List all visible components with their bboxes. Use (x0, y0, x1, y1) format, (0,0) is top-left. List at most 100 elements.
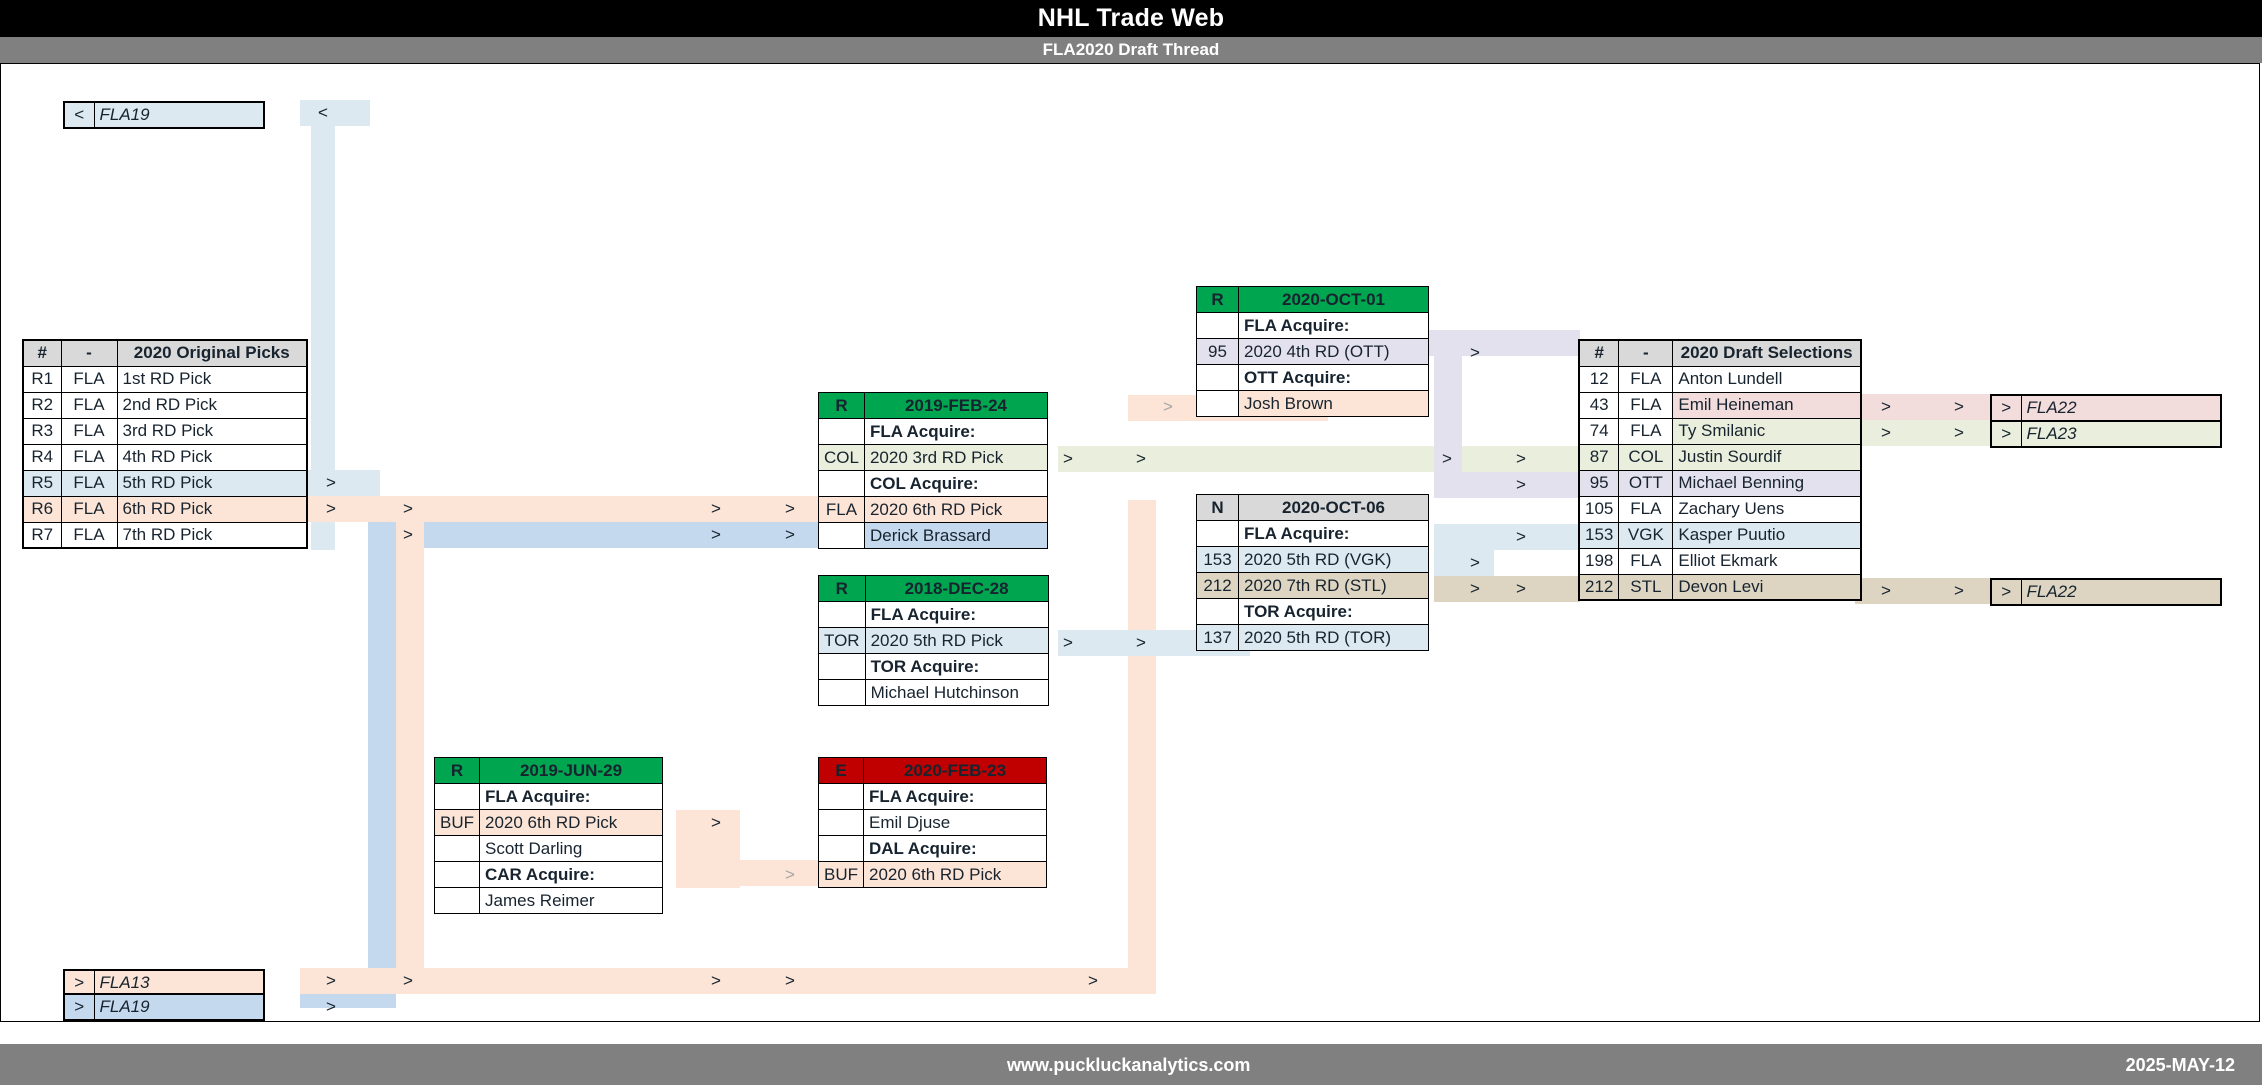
item-text: 2020 5th RD (TOR) (1238, 624, 1429, 651)
trade-2018-dec-28[interactable]: R 2018-DEC-28 FLA Acquire: TOR 2020 5th … (818, 575, 1049, 706)
table-row[interactable]: R3 FLA 3rd RD Pick (22, 417, 308, 445)
table-row[interactable]: 212 STL Devon Levi (1578, 573, 1862, 601)
trade-item-row[interactable]: James Reimer (434, 887, 663, 914)
trade-2020-oct-01[interactable]: R 2020-OCT-01 FLA Acquire: 95 2020 4th R… (1196, 286, 1429, 417)
side-tag-label[interactable]: FLA22 (2020, 394, 2222, 422)
selection-player: Devon Levi (1672, 573, 1862, 601)
spacer-cell (1196, 364, 1239, 391)
trade-item-row[interactable]: COL 2020 3rd RD Pick (818, 444, 1048, 471)
acquire-label: FLA Acquire: (1238, 312, 1429, 339)
table-row[interactable]: R5 FLA 5th RD Pick (22, 469, 308, 497)
table-row[interactable]: 105 FLA Zachary Uens (1578, 495, 1862, 523)
side-tag-arrow-icon[interactable]: > (63, 993, 95, 1021)
trade-2019-jun-29[interactable]: R 2019-JUN-29 FLA Acquire: BUF 2020 6th … (434, 757, 663, 914)
item-text: 2020 6th RD Pick (863, 496, 1048, 523)
side-tag-label[interactable]: FLA19 (93, 993, 265, 1021)
trade-2019-feb-24[interactable]: R 2019-FEB-24 FLA Acquire: COL 2020 3rd … (818, 392, 1048, 549)
arrow-r6-rail-3: > (785, 499, 795, 518)
item-team-tag: COL (818, 444, 865, 471)
table-row[interactable]: 74 FLA Ty Smilanic (1578, 417, 1862, 445)
trade-type-badge: R (434, 757, 480, 784)
trade-item-row[interactable]: BUF 2020 6th RD Pick (818, 861, 1047, 888)
band-orange-bottom-rail (300, 968, 1155, 994)
table-row[interactable]: 43 FLA Emil Heineman (1578, 391, 1862, 419)
side-tag-fla22-row212[interactable]: > FLA22 (1990, 578, 2222, 606)
side-tag-fla19-bottom[interactable]: > FLA19 (63, 993, 265, 1021)
arrow-fla19-bottom-out: > (326, 997, 336, 1016)
trade-2020-feb-23[interactable]: E 2020-FEB-23 FLA Acquire: Emil Djuse DA… (818, 757, 1047, 888)
pick-team: FLA (60, 365, 118, 393)
trade-acquire-label-row: FLA Acquire: (1196, 312, 1429, 339)
item-team-tag: BUF (434, 809, 480, 836)
spacer-cell (1196, 598, 1239, 625)
trade-acquire-label-row: FLA Acquire: (818, 601, 1049, 628)
table-row[interactable]: R4 FLA 4th RD Pick (22, 443, 308, 471)
selection-team: OTT (1618, 469, 1674, 497)
arrow-r6-rail-2: > (711, 499, 721, 518)
trade-item-row[interactable]: Derick Brassard (818, 522, 1048, 549)
table-row[interactable]: R6 FLA 6th RD Pick (22, 495, 308, 523)
side-tag-arrow-icon[interactable]: < (63, 101, 95, 129)
side-tag-fla23-row74[interactable]: > FLA23 (1990, 420, 2222, 448)
table-row[interactable]: 12 FLA Anton Lundell (1578, 365, 1862, 393)
pick-desc: 1st RD Pick (116, 365, 308, 393)
side-tag-label[interactable]: FLA19 (93, 101, 265, 129)
trade-item-row[interactable]: TOR 2020 5th RD Pick (818, 627, 1049, 654)
spacer-cell (818, 783, 864, 810)
spacer-cell (818, 470, 865, 497)
trade-item-row[interactable]: Emil Djuse (818, 809, 1047, 836)
table-row[interactable]: R2 FLA 2nd RD Pick (22, 391, 308, 419)
table-row[interactable]: R1 FLA 1st RD Pick (22, 365, 308, 393)
trade-counter-label-row: CAR Acquire: (434, 861, 663, 888)
table-row[interactable]: 95 OTT Michael Benning (1578, 469, 1862, 497)
pick-num: R2 (22, 391, 62, 419)
selection-num: 212 (1578, 573, 1620, 601)
trade-header-row: N 2020-OCT-06 (1196, 494, 1429, 521)
trade-item-row[interactable]: Scott Darling (434, 835, 663, 862)
selection-num: 153 (1578, 521, 1620, 549)
side-tag-label[interactable]: FLA23 (2020, 420, 2222, 448)
side-tag-arrow-icon[interactable]: > (1990, 420, 2022, 448)
trade-item-row[interactable]: 212 2020 7th RD (STL) (1196, 572, 1429, 599)
trade-header-row: R 2018-DEC-28 (818, 575, 1049, 602)
arrow-feb23-in: > (785, 865, 795, 884)
trade-type-badge: R (818, 392, 865, 419)
arrow-green-rail-2: > (1516, 449, 1526, 468)
arrow-bottom-rail-4: > (1088, 971, 1098, 990)
band-lightblue-oct06 (1434, 550, 1494, 576)
footer-website[interactable]: www.puckluckanalytics.com (1007, 1055, 1251, 1075)
table-row[interactable]: 87 COL Justin Sourdif (1578, 443, 1862, 471)
trade-item-row[interactable]: Josh Brown (1196, 390, 1429, 417)
arrow-fla13-out: > (326, 971, 336, 990)
pick-team: FLA (60, 443, 118, 471)
band-orange-r6 (300, 496, 830, 522)
trade-item-row[interactable]: 95 2020 4th RD (OTT) (1196, 338, 1429, 365)
selection-num: 198 (1578, 547, 1620, 575)
side-tag-arrow-icon[interactable]: > (1990, 394, 2022, 422)
table-row[interactable]: R7 FLA 7th RD Pick (22, 521, 308, 549)
side-tag-fla22-row43[interactable]: > FLA22 (1990, 394, 2222, 422)
band-steelblue-vertical (368, 522, 396, 1002)
side-tag-label[interactable]: FLA22 (2020, 578, 2222, 606)
side-tag-arrow-icon[interactable]: > (1990, 578, 2022, 606)
side-tag-fla19-top[interactable]: < FLA19 (63, 101, 265, 129)
trade-item-row[interactable]: FLA 2020 6th RD Pick (818, 496, 1048, 523)
trade-item-row[interactable]: 153 2020 5th RD (VGK) (1196, 546, 1429, 573)
page-subtitle: FLA2020 Draft Thread (0, 37, 2262, 63)
trade-item-row[interactable]: Michael Hutchinson (818, 679, 1049, 706)
trade-2020-oct-06[interactable]: N 2020-OCT-06 FLA Acquire: 153 2020 5th … (1196, 494, 1429, 651)
selection-player: Ty Smilanic (1672, 417, 1862, 445)
trade-item-row[interactable]: BUF 2020 6th RD Pick (434, 809, 663, 836)
acquire-label: FLA Acquire: (479, 783, 663, 810)
selection-num: 105 (1578, 495, 1620, 523)
arrow-dec28-out-1: > (1063, 633, 1073, 652)
item-team-tag: FLA (818, 496, 865, 523)
item-text: 2020 6th RD Pick (863, 861, 1047, 888)
trade-type-badge: R (818, 575, 866, 602)
trade-item-row[interactable]: 137 2020 5th RD (TOR) (1196, 624, 1429, 651)
table-row[interactable]: 198 FLA Elliot Ekmark (1578, 547, 1862, 575)
table-row[interactable]: 153 VGK Kasper Puutio (1578, 521, 1862, 549)
band-orange-vertical-left (396, 496, 424, 982)
selection-team: FLA (1618, 365, 1674, 393)
col-header-team: - (1618, 339, 1674, 367)
